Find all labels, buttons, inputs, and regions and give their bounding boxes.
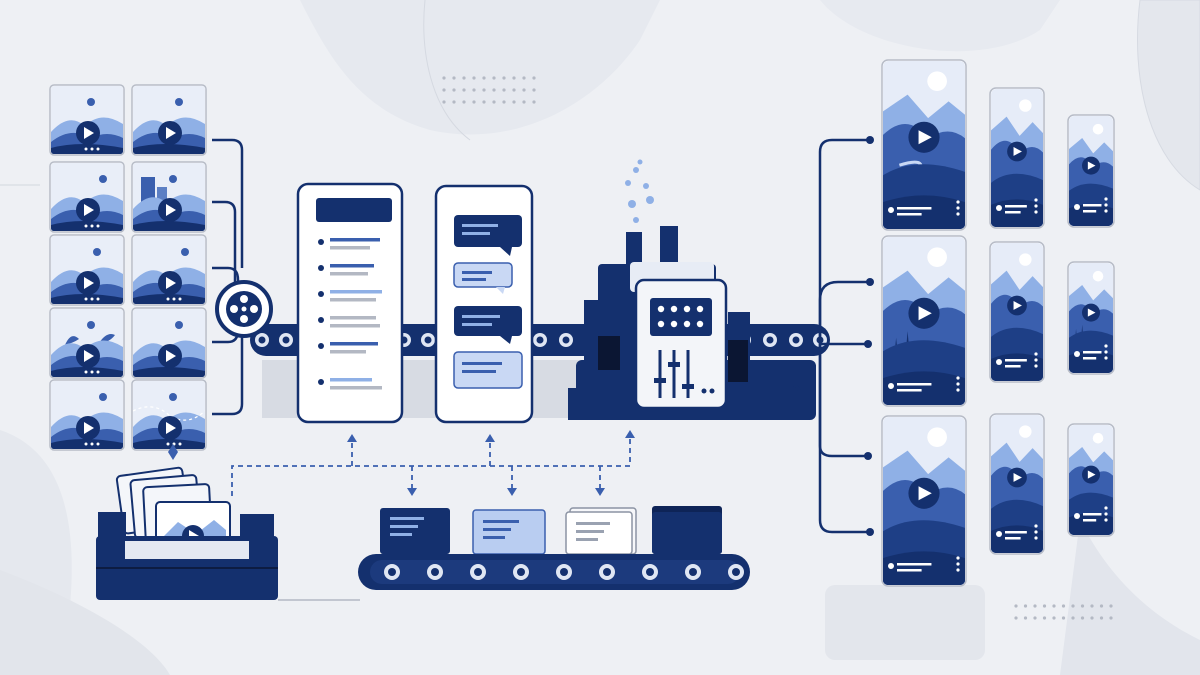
play-icon [76, 416, 100, 440]
play-icon [908, 121, 940, 153]
left-connectors [212, 138, 244, 416]
video-thumbnail [131, 379, 207, 451]
decor-dots-top [442, 76, 536, 104]
play-icon [158, 271, 182, 295]
chat-bubble-navy [454, 306, 522, 344]
transcript-panel [296, 182, 404, 424]
chat-bubble-navy [454, 215, 522, 256]
lower-conveyor [358, 506, 750, 590]
chat-panel [434, 184, 534, 424]
left-thumbnail-grid [49, 84, 207, 451]
output-video-card [881, 59, 967, 231]
output-video-card [989, 87, 1045, 229]
video-thumbnail [49, 161, 125, 233]
play-icon [76, 344, 100, 368]
video-thumbnail [49, 379, 125, 451]
output-video-card [989, 241, 1045, 383]
play-icon [908, 297, 940, 329]
output-video-grid [881, 59, 1115, 587]
play-icon [1082, 156, 1100, 175]
decor-dots-bottom [1014, 604, 1113, 620]
lower-conveyor-rollers [384, 564, 744, 580]
play-icon [908, 477, 940, 509]
play-icon [76, 198, 100, 222]
play-icon [1007, 467, 1027, 488]
video-thumbnail [131, 84, 207, 156]
play-icon [76, 271, 100, 295]
play-icon [76, 121, 100, 145]
output-video-card [881, 415, 967, 587]
dashed-connectors [231, 436, 631, 496]
dashed-arrowheads [168, 430, 635, 496]
output-video-card [1067, 114, 1115, 228]
right-connector-dots [864, 136, 874, 536]
right-connectors [818, 138, 870, 534]
play-icon [158, 121, 182, 145]
play-icon [158, 198, 182, 222]
play-icon [1082, 303, 1100, 322]
video-thumbnail [131, 307, 207, 379]
output-video-card [881, 235, 967, 407]
transcript-lines [318, 238, 382, 390]
play-icon [158, 416, 182, 440]
processing-machine-icon [568, 159, 816, 420]
film-reel-icon [215, 280, 273, 338]
video-thumbnail [49, 307, 125, 379]
video-thumbnail [131, 161, 207, 233]
chat-bubble-light [453, 351, 523, 389]
video-thumbnail [49, 234, 125, 306]
play-icon [158, 344, 182, 368]
output-video-card [1067, 261, 1115, 375]
chat-bubble-light [453, 262, 513, 294]
play-icon [1082, 465, 1100, 484]
output-video-card [1067, 423, 1115, 537]
play-icon [1007, 141, 1027, 162]
archive-box-icon [96, 466, 360, 601]
video-thumbnail [49, 84, 125, 156]
play-icon [1007, 295, 1027, 316]
video-thumbnail [131, 234, 207, 306]
output-video-card [989, 413, 1045, 555]
